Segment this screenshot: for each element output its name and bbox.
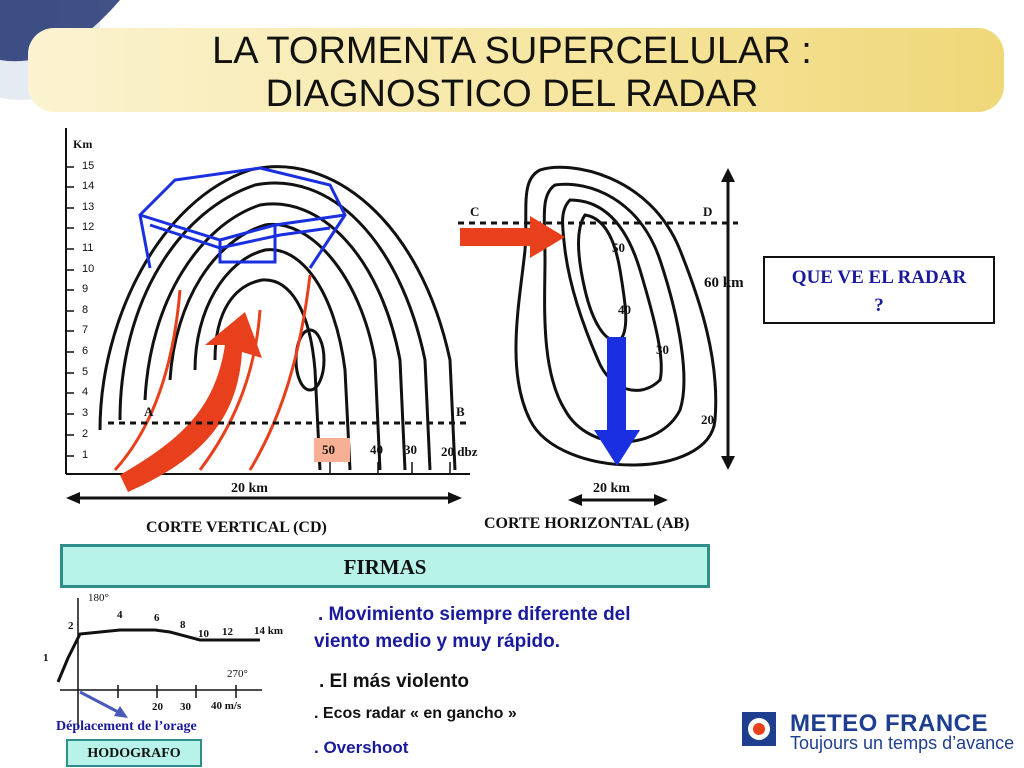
logo-tagline: Toujours un temps d’avance <box>790 733 1015 753</box>
hodo-point-10: 10 <box>198 628 209 640</box>
title-line-1: LA TORMENTA SUPERCELULAR : <box>212 30 812 72</box>
firmas-bullet-2: . El más violento <box>319 671 469 692</box>
firmas-bullet-4: . Overshoot <box>314 738 409 757</box>
tick-1: 1 <box>82 449 89 461</box>
firmas-heading: FIRMAS <box>60 544 710 588</box>
tick-5: 5 <box>82 366 89 378</box>
vertical-caption: CORTE VERTICAL (CD) <box>146 519 327 536</box>
horizontal-caption: CORTE HORIZONTAL (AB) <box>484 515 690 532</box>
title-line-2: DIAGNOSTICO DEL RADAR <box>265 73 759 115</box>
vertical-width-label: 20 km <box>231 481 268 496</box>
hodo-axis-20: 20 <box>152 701 163 713</box>
hodo-point-12: 12 <box>222 626 233 638</box>
tick-15: 15 <box>82 160 95 172</box>
logo-name: METEO FRANCE <box>790 710 988 737</box>
tick-6: 6 <box>82 345 89 357</box>
horizontal-width-label: 20 km <box>593 481 630 496</box>
page-title: LA TORMENTA SUPERCELULAR : DIAGNOSTICO D… <box>0 30 1024 116</box>
tick-2: 2 <box>82 428 89 440</box>
hodo-point-6: 6 <box>154 612 160 624</box>
hodografo-caption: HODOGRAFO <box>66 739 202 767</box>
tick-9: 9 <box>82 283 89 295</box>
height-60km-label: 60 km <box>704 275 744 291</box>
firmas-bullet-1: . Movimiento siempre diferente del <box>318 604 631 625</box>
dbz-50-label: 50 <box>322 442 335 457</box>
tick-11: 11 <box>82 242 94 254</box>
hodo-axis-30: 30 <box>180 701 191 713</box>
point-d-label: D <box>703 204 713 219</box>
radar-question-line-1: QUE VE EL RADAR <box>791 267 967 288</box>
dbz-40-label: 40 <box>370 442 383 457</box>
hodo-point-2: 2 <box>68 620 74 632</box>
hodo-point-4: 4 <box>117 609 123 621</box>
hodo-180-label: 180° <box>88 592 109 604</box>
tick-10: 10 <box>82 263 95 275</box>
tick-3: 3 <box>82 407 89 419</box>
hodo-point-14: 14 km <box>254 625 284 637</box>
contour-30-label: 30 <box>656 342 669 357</box>
tick-7: 7 <box>82 324 89 336</box>
contour-50-label: 50 <box>612 240 625 255</box>
axis-unit-km: Km <box>73 137 93 151</box>
contour-40-label: 40 <box>618 302 631 317</box>
hodo-axis-40: 40 m/s <box>211 700 242 712</box>
radar-question-box: QUE VE EL RADAR ? <box>763 256 995 324</box>
tick-4: 4 <box>82 386 89 398</box>
title-band <box>28 28 1004 112</box>
point-a-label: A <box>144 404 154 419</box>
tick-8: 8 <box>82 304 89 316</box>
hodo-270-label: 270° <box>227 668 248 680</box>
firmas-bullet-1-cont: viento medio y muy rápido. <box>314 631 560 652</box>
tick-14: 14 <box>82 180 95 192</box>
firmas-bullet-3: . Ecos radar « en gancho » <box>314 705 517 722</box>
point-b-label: B <box>456 404 465 419</box>
tick-13: 13 <box>82 201 95 213</box>
dbz-30-label: 30 <box>404 442 417 457</box>
storm-motion-label: Déplacement de l’orage <box>56 719 197 734</box>
tick-12: 12 <box>82 221 95 233</box>
hodo-point-1: 1 <box>43 652 49 664</box>
contour-20-label: 20 <box>701 412 714 427</box>
dbz-20-label: 20 dbz <box>441 444 478 459</box>
radar-question-line-2: ? <box>874 295 884 316</box>
point-c-label: C <box>470 204 480 219</box>
hodo-point-8: 8 <box>180 619 186 631</box>
